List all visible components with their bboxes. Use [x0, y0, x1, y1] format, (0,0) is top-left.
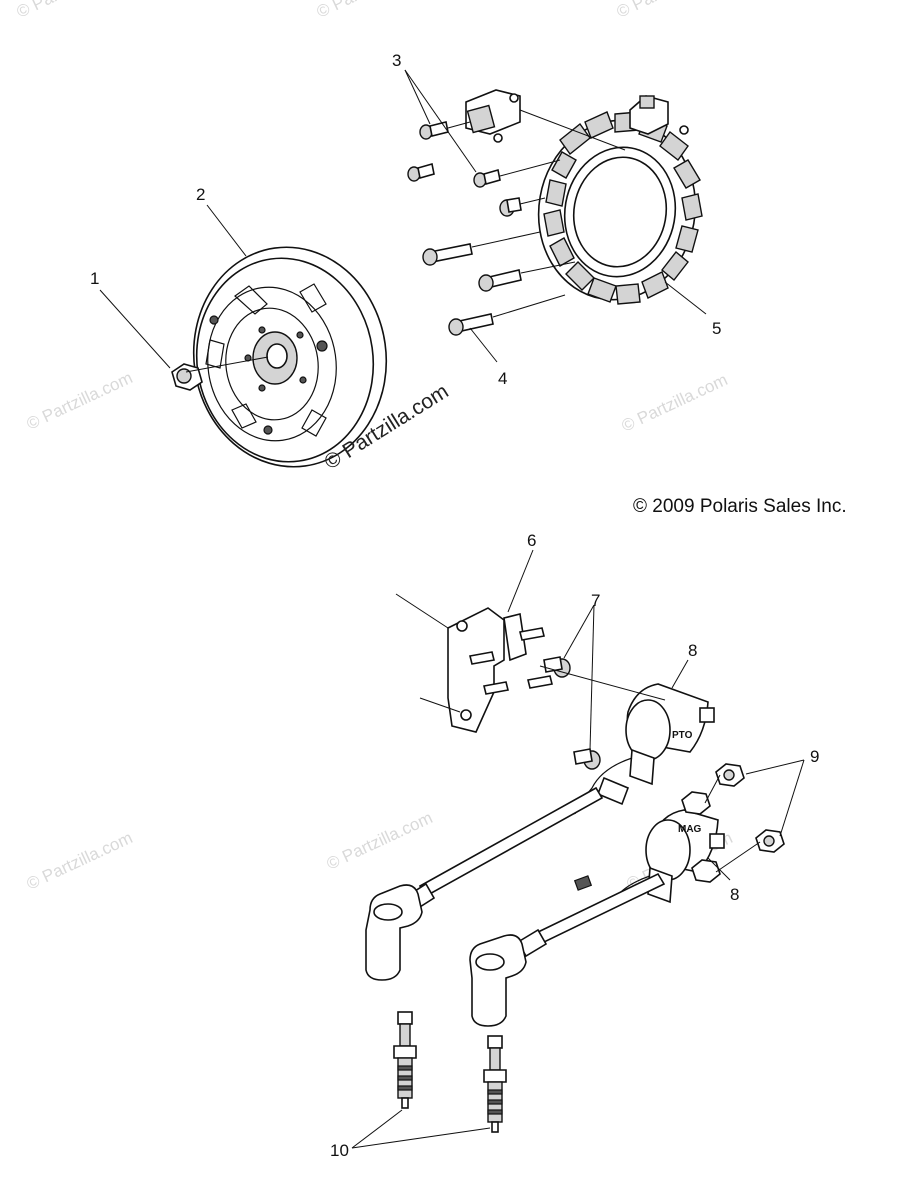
callout-8: 8	[688, 641, 697, 660]
pickup-sensor	[465, 89, 626, 151]
watermark: © Partzilla.com	[614, 0, 726, 22]
watermark: © Partzilla.com	[24, 828, 136, 894]
coil-bracket	[395, 593, 553, 733]
callout-4: 4	[498, 369, 507, 388]
watermark: © Partzilla.com	[324, 808, 436, 874]
copyright-text: © 2009 Polaris Sales Inc.	[633, 496, 847, 517]
callout-3: 3	[392, 51, 401, 70]
watermark: © Partzilla.com	[314, 0, 426, 22]
watermark: © Partzilla.com	[24, 368, 136, 434]
coil-label-pto: PTO	[672, 730, 693, 741]
leader-lines	[99, 69, 805, 1149]
spark-plug-1	[393, 1011, 417, 1109]
stator-bolts	[422, 197, 576, 336]
callout-5: 5	[712, 319, 721, 338]
callout-1: 1	[90, 269, 99, 288]
callout-2: 2	[196, 185, 205, 204]
callout-6: 6	[527, 531, 536, 550]
flywheel	[192, 246, 388, 468]
callout-9: 9	[810, 747, 819, 766]
bolt	[499, 197, 546, 217]
coil-nuts	[681, 763, 785, 883]
stator	[537, 95, 703, 305]
callout-10: 10	[330, 1141, 349, 1160]
spark-plug-2	[483, 1035, 507, 1133]
bolt	[478, 261, 576, 292]
flywheel-nut	[171, 356, 269, 391]
bracket-screws	[543, 656, 601, 770]
stator-teeth	[543, 111, 703, 305]
coil-label-mag: MAG	[678, 824, 702, 835]
bolt	[448, 294, 566, 336]
bolt	[422, 231, 541, 266]
watermark: © Partzilla.com	[14, 0, 126, 22]
spark-plug-lead-pto	[365, 786, 604, 981]
callout-7: 7	[591, 591, 600, 610]
watermark: © Partzilla.com	[619, 370, 731, 436]
ignition-coil-pto: PTO	[539, 665, 715, 819]
callouts: 1 2 3 4 5 6 7 8 8 9 10	[90, 51, 819, 1160]
callout-8b: 8	[730, 885, 739, 904]
spark-plug-lead-mag	[469, 872, 666, 1027]
